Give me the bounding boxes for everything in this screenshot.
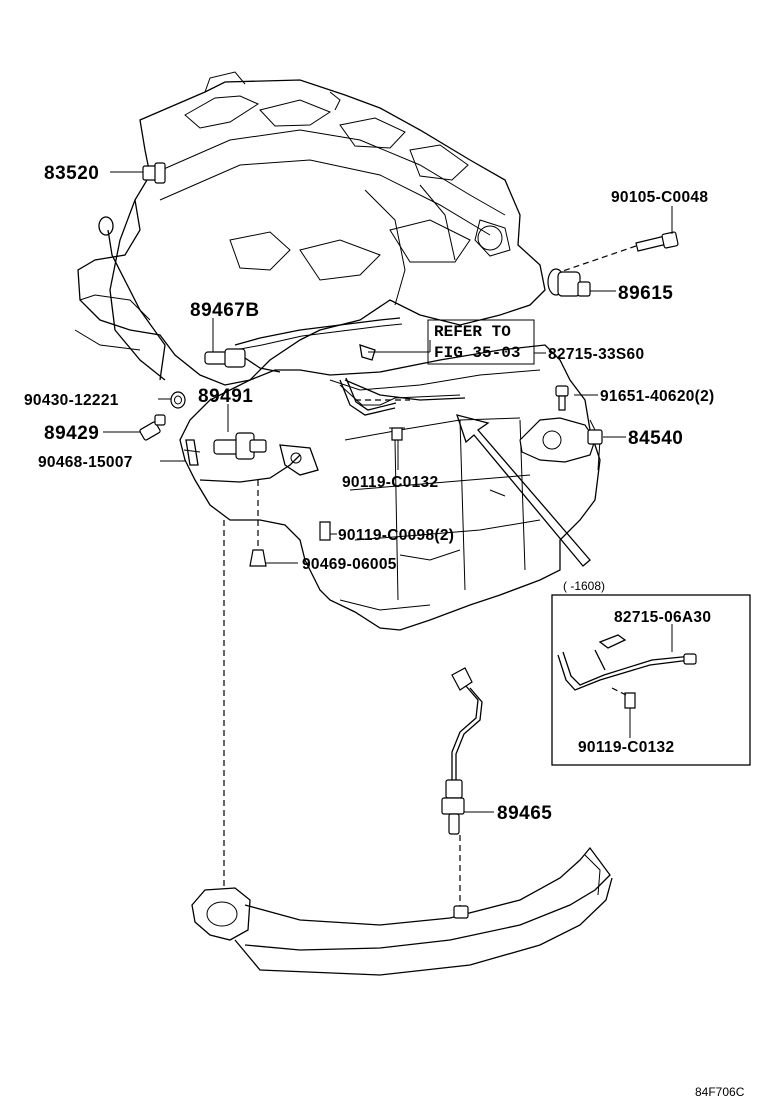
labels: 83520 90105-C0048 89615 89467B REFER TO …	[24, 163, 745, 1099]
label-89615: 89615	[618, 283, 673, 304]
label-89465: 89465	[497, 803, 552, 824]
label-refer-to: REFER TO	[434, 323, 511, 341]
leader-lines	[103, 171, 673, 906]
part-90468-clamp-drawing	[183, 439, 201, 466]
label-89429: 89429	[44, 423, 99, 444]
refer-box	[427, 319, 535, 365]
inset-panel	[551, 594, 751, 766]
part-84540-sensor-drawing	[519, 417, 603, 463]
part-89429-sensor-drawing	[139, 414, 166, 441]
exhaust-pipe-drawing	[191, 846, 613, 976]
label-83520: 83520	[44, 163, 99, 184]
part-89491-sensor-drawing	[213, 432, 267, 460]
label-90468-15007: 90468-15007	[38, 454, 133, 471]
part-83520-drawing	[142, 162, 166, 184]
part-90105-bolt-drawing	[635, 231, 679, 252]
label-89491: 89491	[198, 386, 253, 407]
label-inset-note: ( -1608)	[563, 579, 605, 593]
part-90119-c0132-bolt-drawing	[389, 427, 405, 441]
part-90119-c0098-bolt-drawing	[319, 521, 331, 541]
figure-code: 84F706C	[695, 1085, 745, 1099]
label-90105-c0048: 90105-C0048	[611, 189, 708, 206]
label-82715-33s60: 82715-33S60	[548, 346, 644, 363]
label-90469-06005: 90469-06005	[302, 556, 397, 573]
label-91651-40620: 91651-40620(2)	[600, 388, 715, 405]
part-89465-sensor-drawing	[441, 667, 483, 835]
label-90119-c0132-inset: 90119-C0132	[578, 739, 674, 756]
part-82715-33s60-bracket-drawing	[339, 344, 397, 416]
part-90430-gasket-drawing	[170, 391, 186, 409]
label-82715-06a30: 82715-06A30	[614, 609, 711, 626]
label-90119-c0098: 90119-C0098(2)	[338, 527, 454, 544]
engine-block-drawing	[74, 71, 601, 631]
part-89615-knock-sensor-drawing	[547, 268, 591, 297]
part-90469-clip-drawing	[249, 549, 267, 567]
label-fig-35-03: FIG 35-03	[434, 344, 520, 362]
part-89467b-sensor-drawing	[204, 348, 281, 373]
label-84540: 84540	[628, 428, 683, 449]
label-89467b: 89467B	[190, 300, 260, 321]
label-90430-12221: 90430-12221	[24, 392, 119, 409]
bracket-drawing	[279, 444, 319, 476]
label-90119-c0132: 90119-C0132	[342, 474, 438, 491]
part-91651-bolt-drawing	[555, 385, 569, 411]
